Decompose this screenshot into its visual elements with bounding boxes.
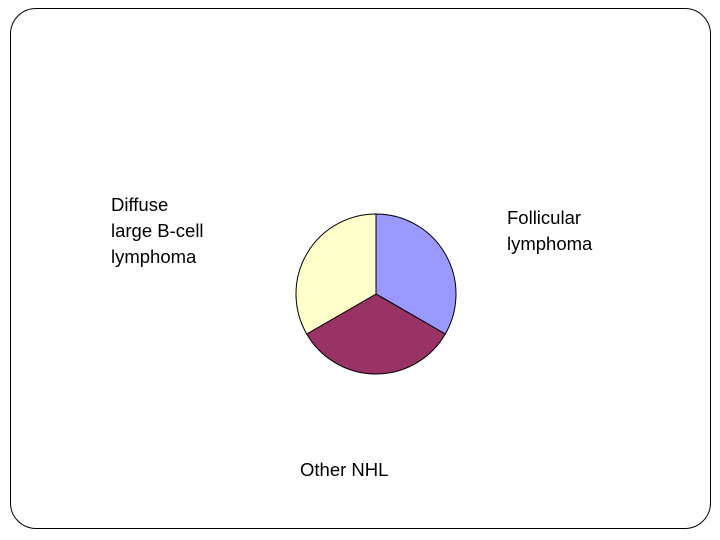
pie-label-other-nhl: Other NHL <box>300 459 389 480</box>
pie-label-diffuse-large-b-cell-lymphoma: Diffuse large B-cell lymphoma <box>111 194 204 267</box>
pie-chart-graphic <box>295 213 457 375</box>
pie-label-follicular-lymphoma: Follicular lymphoma <box>507 207 593 254</box>
pie-slice-diffuse-large-b-cell-lymphoma[interactable] <box>295 213 377 335</box>
pie-slice-follicular-lymphoma[interactable] <box>375 213 457 335</box>
pie-slice-other-nhl[interactable] <box>306 293 446 375</box>
